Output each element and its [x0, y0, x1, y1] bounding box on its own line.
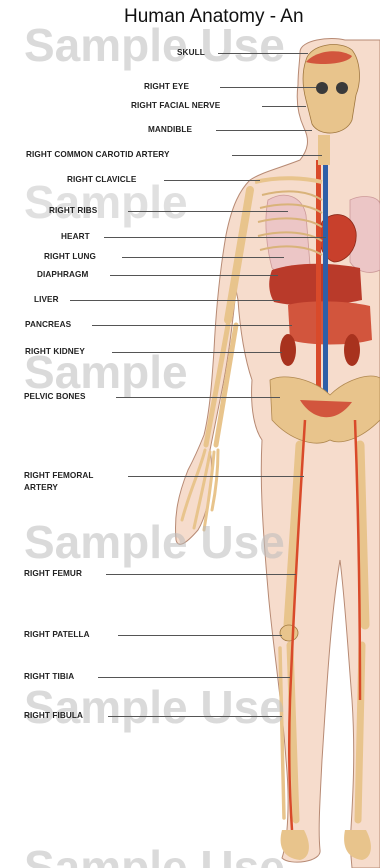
label-right-tibia: RIGHT TIBIA	[24, 672, 74, 681]
leader-line	[92, 325, 292, 326]
leader-line	[164, 180, 260, 181]
label-skull: SKULL	[177, 48, 205, 57]
leader-line	[70, 300, 280, 301]
label-right-facial-nerve: RIGHT FACIAL NERVE	[131, 101, 220, 110]
leader-line	[128, 476, 304, 477]
leader-line	[218, 53, 308, 54]
label-right-lung: RIGHT LUNG	[44, 252, 96, 261]
body-silhouette	[176, 39, 380, 868]
label-right-femoral-artery: RIGHT FEMORAL	[24, 471, 94, 480]
label-right-fibula: RIGHT FIBULA	[24, 711, 83, 720]
leader-line	[232, 155, 322, 156]
leader-line	[112, 352, 282, 353]
label-pancreas: PANCREAS	[25, 320, 71, 329]
leader-line	[220, 87, 316, 88]
label-heart: HEART	[61, 232, 90, 241]
label-right-femoral-artery-line2: ARTERY	[24, 483, 58, 492]
label-right-patella: RIGHT PATELLA	[24, 630, 90, 639]
label-diaphragm: DIAPHRAGM	[37, 270, 88, 279]
label-right-common-carotid-artery: RIGHT COMMON CAROTID ARTERY	[26, 150, 170, 159]
leader-line	[98, 677, 290, 678]
label-pelvic-bones: PELVIC BONES	[24, 392, 86, 401]
leader-line	[118, 635, 282, 636]
leader-line	[104, 237, 326, 238]
leader-line	[110, 275, 278, 276]
leader-line	[116, 397, 280, 398]
patella	[280, 625, 298, 641]
leader-line	[216, 130, 312, 131]
leader-line	[262, 106, 306, 107]
label-right-ribs: RIGHT RIBS	[49, 206, 97, 215]
leader-line	[108, 716, 282, 717]
label-liver: LIVER	[34, 295, 59, 304]
label-right-eye: RIGHT EYE	[144, 82, 189, 91]
label-right-femur: RIGHT FEMUR	[24, 569, 82, 578]
leader-line	[106, 574, 296, 575]
kidney-shape	[280, 334, 296, 366]
leader-line	[128, 211, 288, 212]
leader-line	[122, 257, 284, 258]
label-right-kidney: RIGHT KIDNEY	[25, 347, 85, 356]
liver-shape	[269, 264, 362, 306]
label-mandible: MANDIBLE	[148, 125, 192, 134]
label-right-clavicle: RIGHT CLAVICLE	[67, 175, 136, 184]
page-title: Human Anatomy - An	[124, 6, 304, 28]
